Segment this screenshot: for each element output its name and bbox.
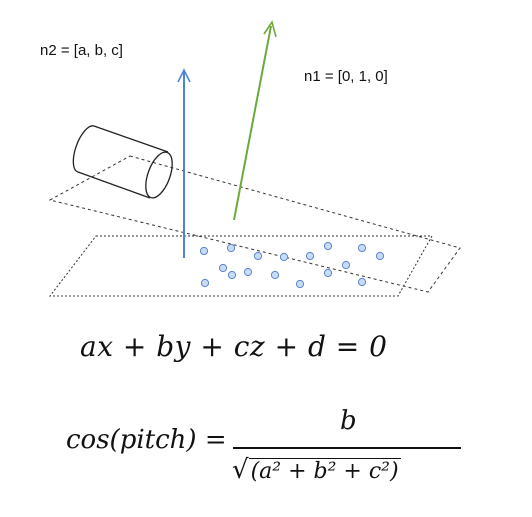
n1-label: n1 = [0, 1, 0] [304, 68, 388, 85]
point [375, 251, 385, 261]
point [200, 278, 210, 288]
point [323, 241, 333, 251]
point [323, 268, 333, 278]
point [305, 251, 315, 261]
point-cloud [199, 241, 385, 289]
n2-arrow [177, 68, 191, 258]
pitch-denominator: √(a² + b² + c²) [232, 455, 401, 485]
n2-label: n2 = [a, b, c] [40, 42, 123, 59]
cylinder-sensor [72, 125, 173, 199]
point [341, 260, 351, 270]
point [295, 279, 305, 289]
point [218, 263, 228, 273]
pitch-denominator-text: (a² + b² + c²) [248, 458, 401, 484]
point [357, 277, 367, 287]
point [279, 252, 289, 262]
point [227, 270, 237, 280]
ground-plane [48, 235, 433, 297]
n1-arrow [233, 20, 277, 221]
tilted-plane [48, 155, 461, 293]
point [253, 251, 263, 261]
point [226, 243, 236, 253]
point [270, 270, 280, 280]
pitch-numerator: b [340, 406, 357, 436]
point [199, 246, 209, 256]
fraction-bar [233, 447, 461, 449]
pitch-equation-lhs: cos(pitch) = [66, 425, 227, 455]
point [243, 267, 253, 277]
sqrt-icon: √ [232, 455, 249, 485]
plane-equation: ax + by + cz + d = 0 [80, 330, 388, 363]
point [357, 243, 367, 253]
